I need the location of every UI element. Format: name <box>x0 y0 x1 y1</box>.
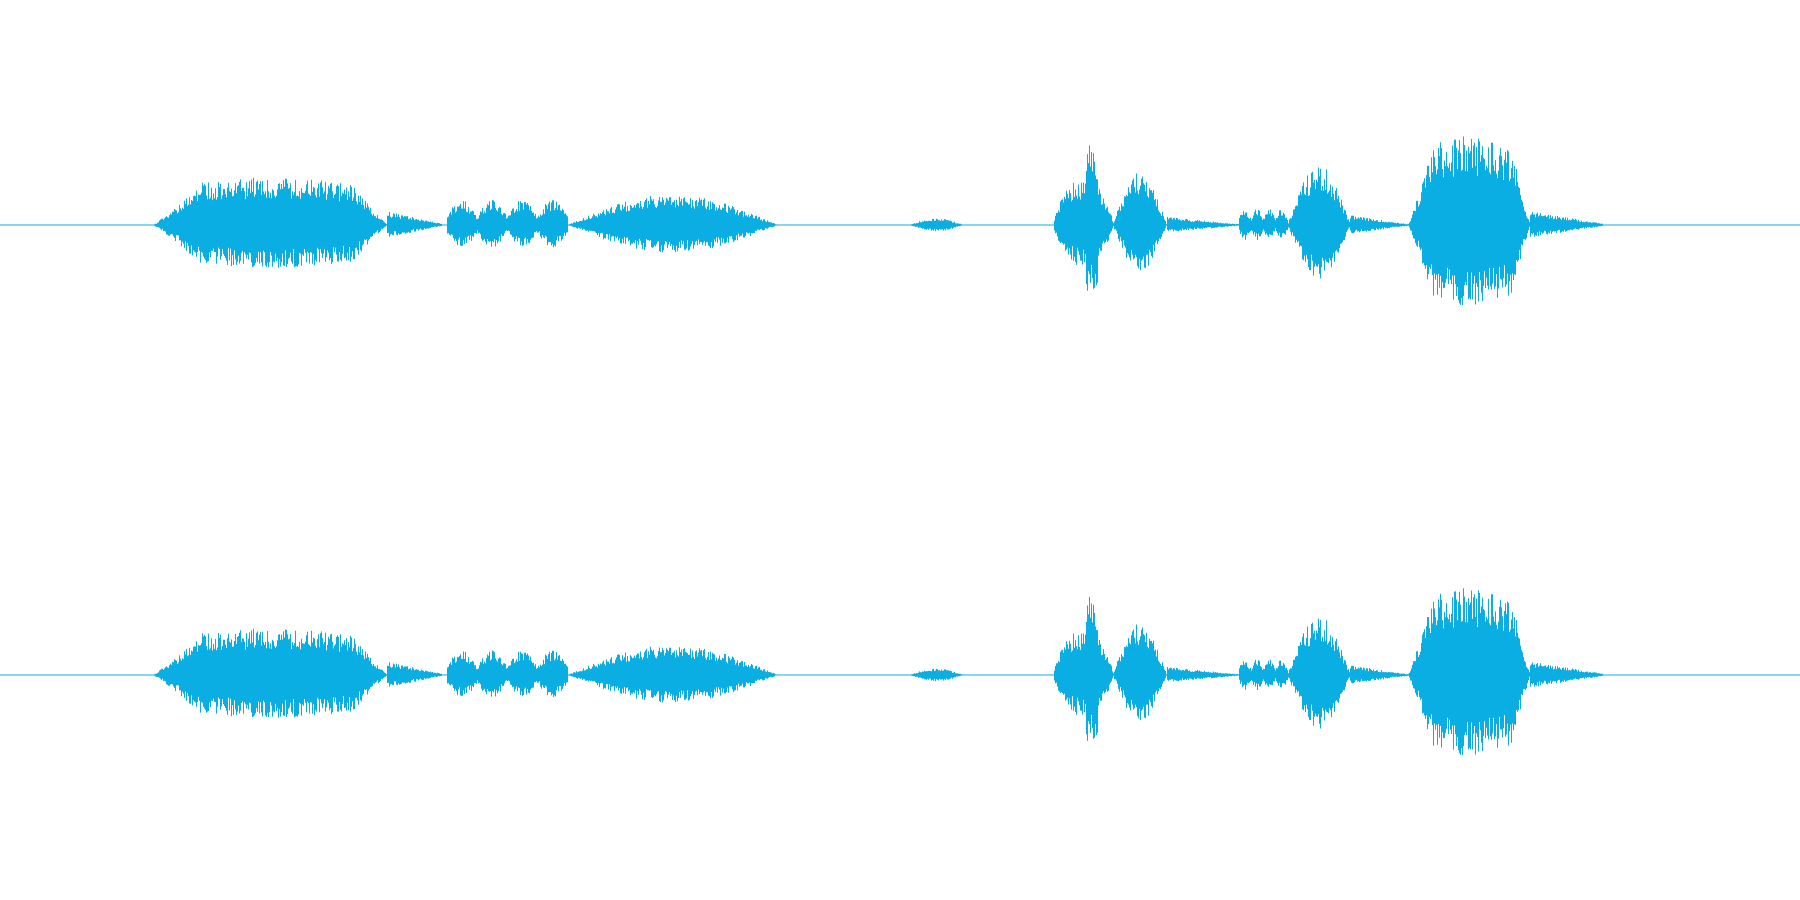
waveform-signal <box>154 136 1603 306</box>
waveform-signal <box>154 588 1603 756</box>
waveform-channel-1 <box>0 136 1800 306</box>
waveform-channel-2 <box>0 588 1800 756</box>
